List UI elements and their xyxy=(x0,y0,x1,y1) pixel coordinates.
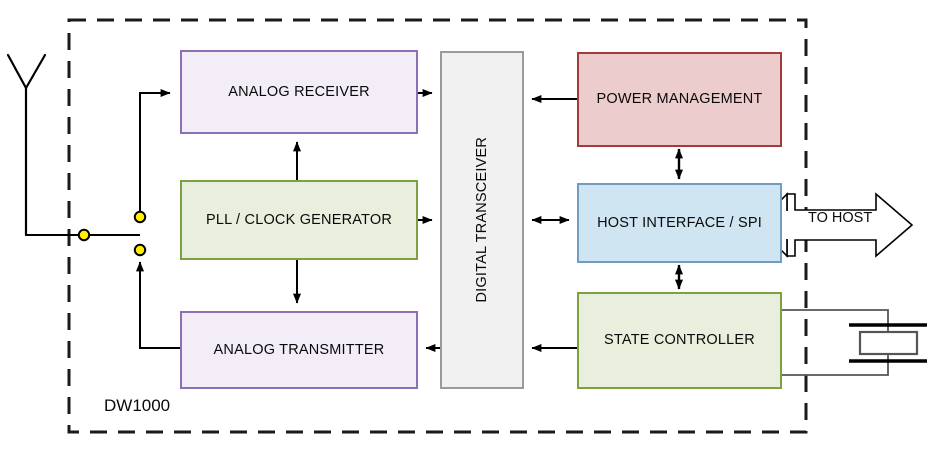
chip-name-label: DW1000 xyxy=(104,396,171,415)
block-label-analog-transmitter: ANALOG TRANSMITTER xyxy=(213,341,385,358)
to-host-label: TO HOST xyxy=(808,210,873,226)
block-label-host-interface-spi: HOST INTERFACE / SPI xyxy=(597,214,762,231)
wire-transmitter-to-switch xyxy=(136,261,180,349)
wire-crystal-to-state xyxy=(782,354,889,376)
antenna-icon xyxy=(6,53,47,237)
block-pll-clock-generator[interactable]: PLL / CLOCK GENERATOR xyxy=(180,180,418,260)
block-host-interface-spi[interactable]: HOST INTERFACE / SPI xyxy=(577,183,782,263)
chip-boundary-dashed xyxy=(67,18,808,434)
block-state-controller[interactable]: STATE CONTROLLER xyxy=(577,292,782,389)
block-power-management[interactable]: POWER MANAGEMENT xyxy=(577,52,782,147)
wire-state-to-crystal xyxy=(782,309,889,332)
crystal-oscillator-icon xyxy=(849,323,927,363)
block-analog-receiver[interactable]: ANALOG RECEIVER xyxy=(180,50,418,134)
block-label-state-controller: STATE CONTROLLER xyxy=(604,332,755,349)
block-label-analog-receiver: ANALOG RECEIVER xyxy=(228,83,370,100)
block-label-power-management: POWER MANAGEMENT xyxy=(596,91,763,108)
switch-rx-node xyxy=(133,210,147,224)
block-label-digital-transceiver: DIGITAL TRANSCEIVER xyxy=(473,137,490,303)
block-digital-transceiver[interactable]: DIGITAL TRANSCEIVER xyxy=(440,51,524,389)
block-label-pll-clock-generator: PLL / CLOCK GENERATOR xyxy=(205,211,393,228)
block-analog-transmitter[interactable]: ANALOG TRANSMITTER xyxy=(180,311,418,389)
switch-tx-node xyxy=(133,243,147,257)
wire-switch-to-receiver xyxy=(139,89,171,212)
switch-common-node xyxy=(77,228,91,242)
